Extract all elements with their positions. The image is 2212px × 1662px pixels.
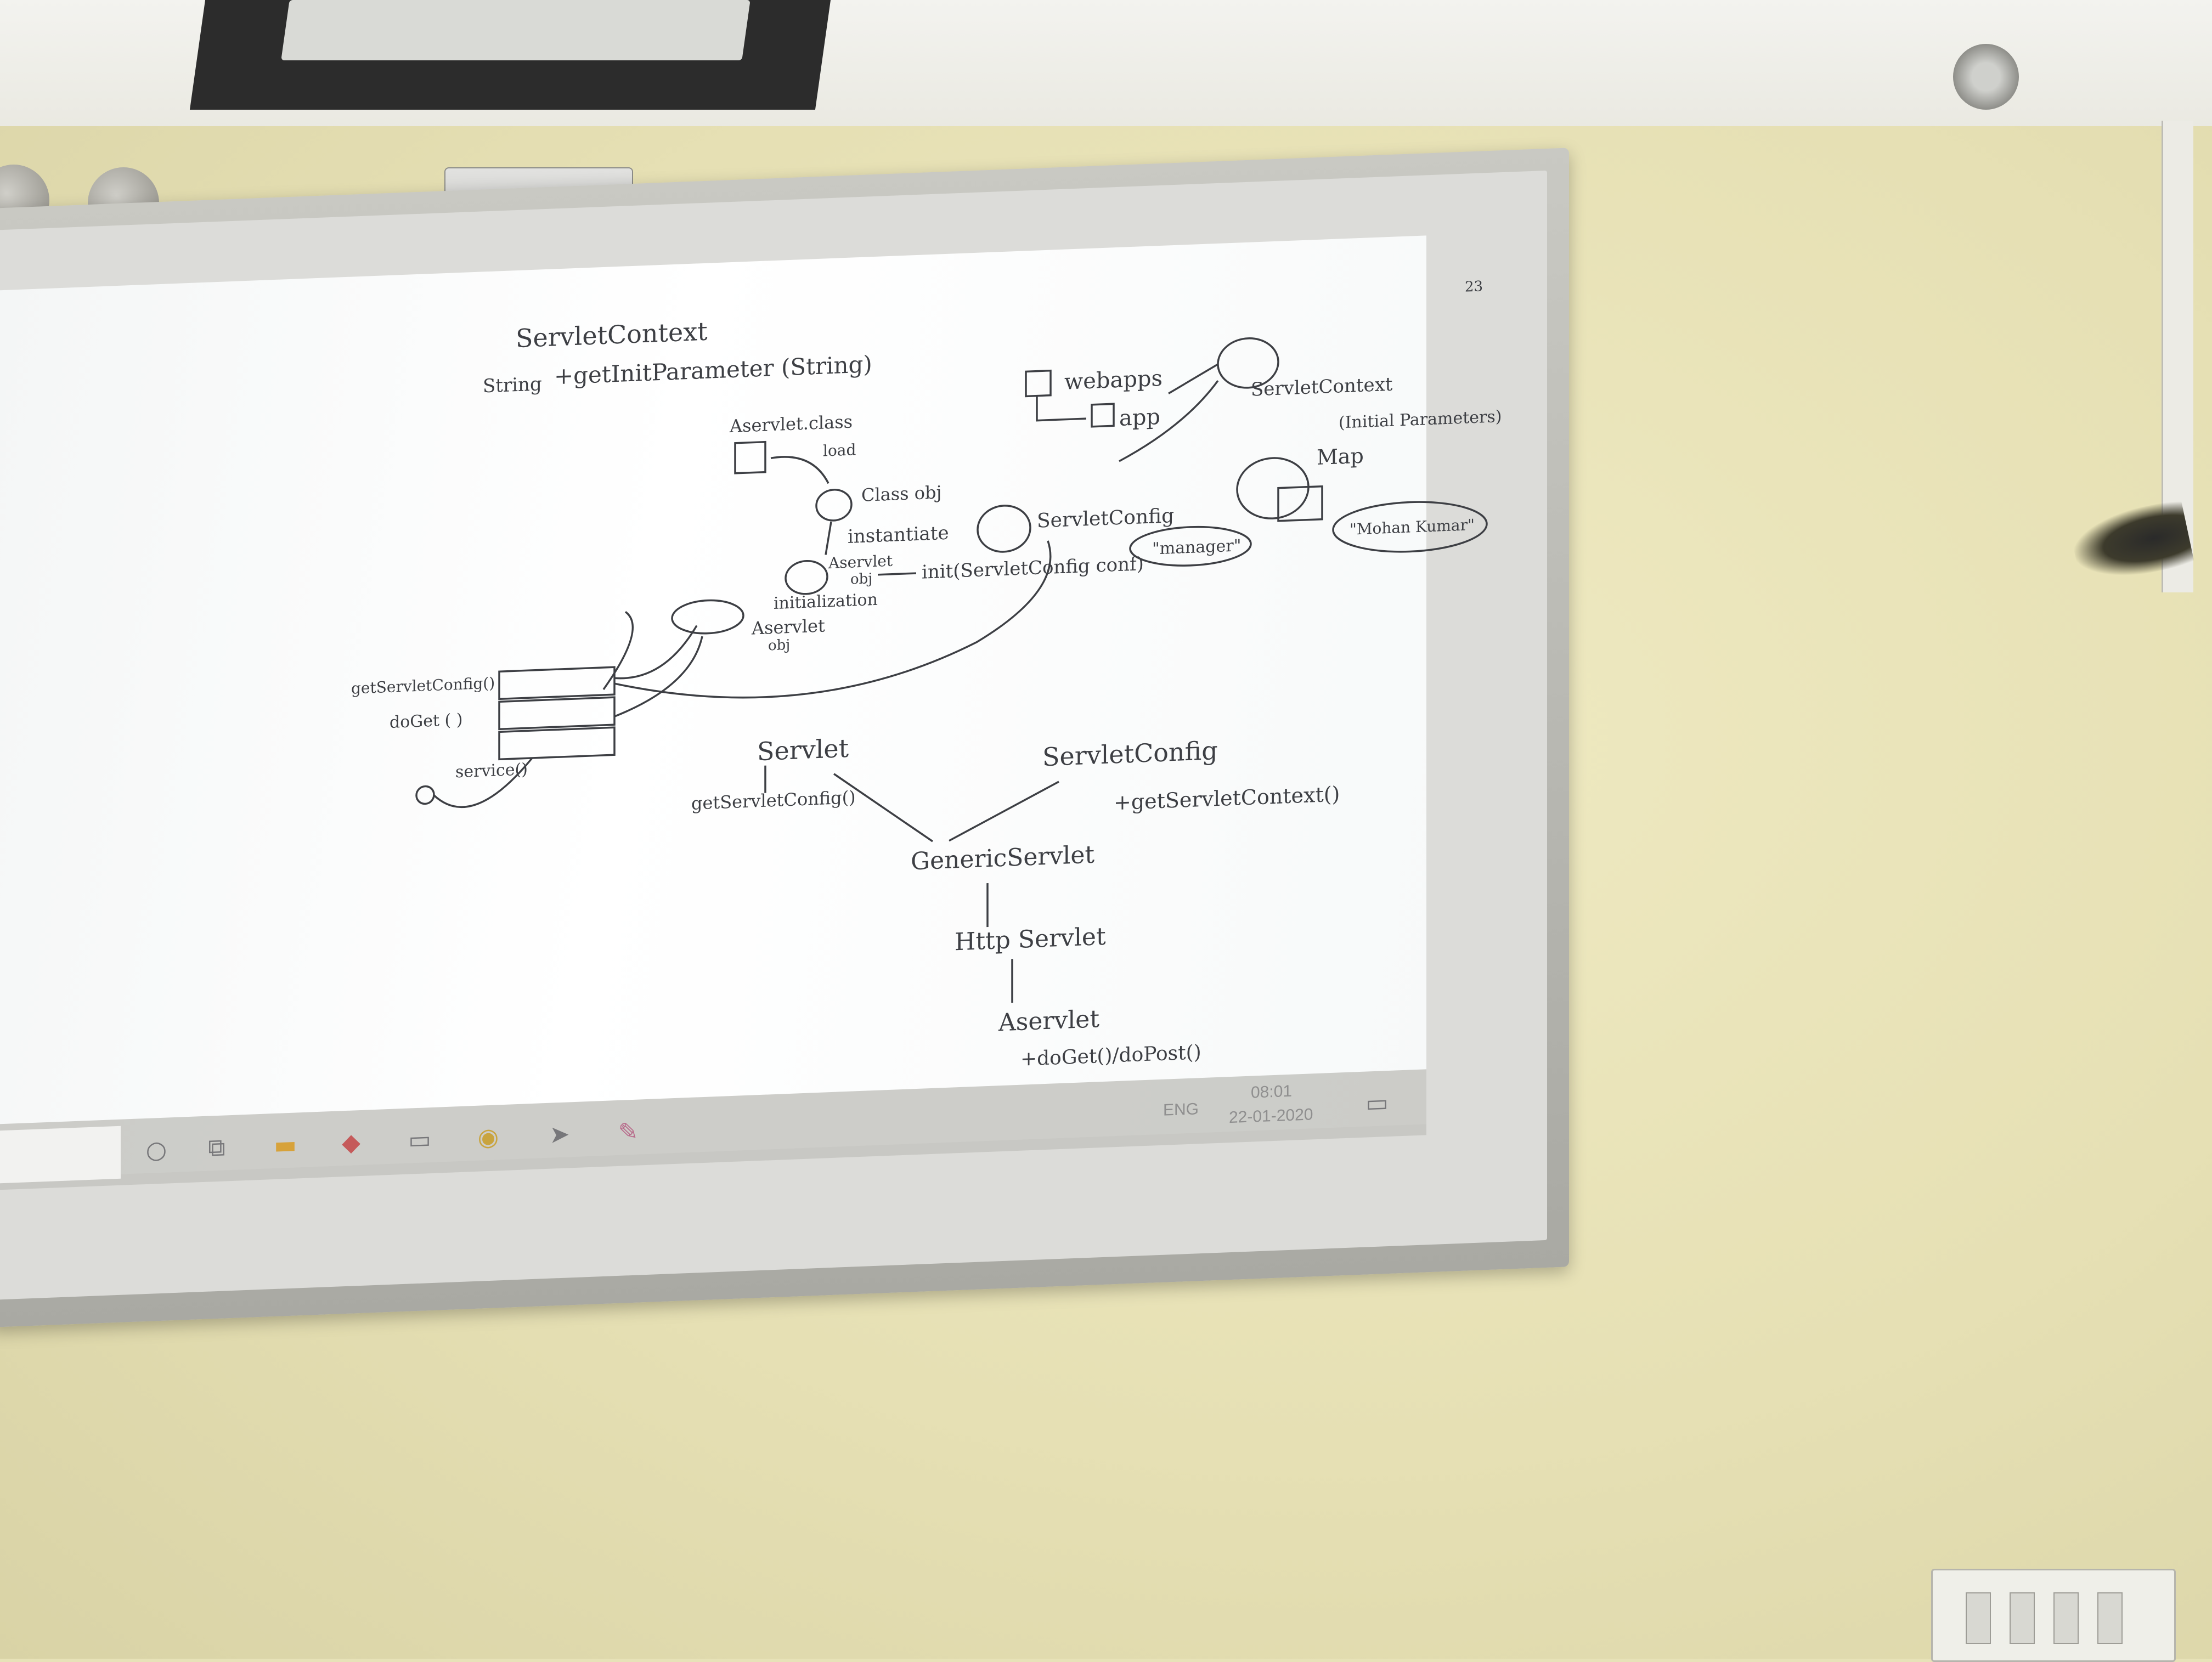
cursor-app-icon[interactable]: ➤ [549,1120,570,1149]
generic-servlet-label: GenericServlet [911,841,1094,876]
class-obj-label: Class obj [861,482,941,506]
stack-arrow-1 [614,625,698,680]
class-file-icon [734,440,766,474]
aservlet-obj2-label: Aservlet [751,615,825,638]
search-circle-icon[interactable]: ○ [145,1135,167,1164]
conduit-fitting [1953,44,2019,110]
method-box-2 [498,696,616,731]
config-to-context-line [1119,380,1219,462]
instantiate-arrow [825,521,832,555]
servlet-config-circle [977,505,1031,553]
thread-circle [415,785,435,805]
chrome-icon[interactable]: ◉ [477,1122,499,1152]
servlet-method-label: getServletConfig() [691,787,856,813]
class-file-label: Aservlet.class [729,411,853,437]
wall-switchboard [1931,1569,2176,1662]
map-label: Map [1317,444,1364,470]
key-label: "manager" [1152,536,1241,558]
method-box-1 [498,666,616,700]
pen-icon[interactable]: ✎ [618,1117,639,1146]
aservlet-obj2-sub: obj [768,637,790,654]
clock-time[interactable]: 08:01 [1251,1082,1293,1102]
webapps-label: webapps [1064,366,1163,395]
map-table-icon [1277,485,1323,522]
whiteboard-surface: ServletContext String +getInitParameter … [0,170,1547,1300]
load-arrow [770,456,830,484]
taskbar-search-box[interactable] [0,1126,121,1184]
corner-mark: 23 [1465,278,1483,295]
app-to-context-arrow [1168,363,1218,394]
service-arrow [432,757,533,809]
load-label: load [823,440,856,460]
language-indicator[interactable]: ENG [1163,1100,1199,1120]
aservlet-obj-circle [785,559,828,595]
aservlet-obj-label: Aservlet [828,552,893,573]
notifications-icon[interactable]: ▭ [1365,1088,1389,1118]
key-ellipse [1129,525,1252,567]
http-servlet-label: Http Servlet [955,923,1106,957]
task-view-icon[interactable]: ⧉ [208,1133,225,1162]
servlet-config-label: ServletConfig [1037,505,1174,533]
stack-arrow-2 [602,610,634,690]
service-label: service() [455,760,528,782]
title-method: +getInitParameter (String) [554,351,872,389]
hier-aservlet-methods-label: +doGet()/doPost() [1020,1041,1201,1071]
method-box-3 [498,726,616,761]
aservlet-obj-sub: obj [850,570,872,588]
whiteboard-drawing: ServletContext String +getInitParameter … [351,278,1502,1071]
generic-to-config-arrow [949,781,1059,842]
ceiling-fixture [281,0,751,60]
tree-line [1036,395,1086,422]
app-folder-icon [1091,403,1115,428]
initialization-label: initialization [774,590,878,613]
servlet-context-circle [1217,337,1279,389]
doget-label: doGet ( ) [390,710,462,732]
value-ellipse [1332,501,1488,553]
webapps-folder-icon [1025,369,1052,398]
init-params-label: (Initial Parameters) [1339,407,1502,432]
init-label: init(ServletConfig conf) [922,553,1144,584]
init-arrow [878,572,916,576]
whiteboard: ServletContext String +getInitParameter … [0,148,1569,1327]
generic-to-servlet-arrow [833,773,934,843]
app-label: app [1119,404,1160,431]
ceiling [0,0,2212,143]
class-obj-circle [815,489,853,522]
paint-icon[interactable]: ◆ [342,1128,360,1157]
aservlet-obj2-shape [671,599,744,635]
hier-aservlet-label: Aservlet [998,1005,1099,1037]
window-icon[interactable]: ▭ [408,1125,431,1155]
file-explorer-icon[interactable]: ▬ [274,1130,297,1160]
clock-date[interactable]: 22-01-2020 [1229,1105,1313,1127]
getservletconfig-label: getServletConfig() [351,674,495,698]
servlet-context-label: ServletContext [1251,374,1393,401]
value-label: "Mohan Kumar" [1350,516,1475,539]
stack-arrow-3 [614,636,703,717]
config-arrow [614,540,1052,699]
title-string-type: String [483,373,542,397]
hier-config-method-label: +getServletContext() [1114,782,1340,815]
servlet-label: Servlet [757,733,849,766]
instantiate-label: instantiate [848,522,949,548]
title-servlet-context: ServletContext [516,316,708,353]
hier-servlet-config-label: ServletConfig [1042,736,1218,772]
